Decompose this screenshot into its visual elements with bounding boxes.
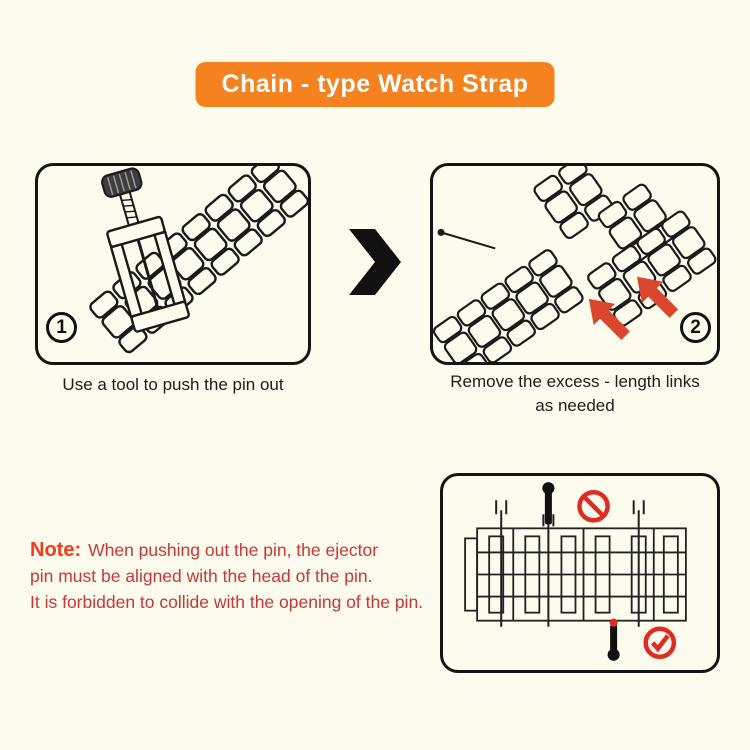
ejector-pins-illustration <box>495 500 645 627</box>
prohibition-icon <box>577 489 610 523</box>
pin-alignment-diagram <box>464 482 687 661</box>
note-line2: pin must be aligned with the head of the… <box>30 566 373 586</box>
pusher-pin-top <box>542 482 555 525</box>
step2-caption: Remove the excess - length links as need… <box>423 370 727 418</box>
page-title: Chain - type Watch Strap <box>195 62 555 107</box>
note-line3: It is forbidden to collide with the open… <box>30 592 424 612</box>
note-label: Note: <box>30 539 82 561</box>
step2-panel <box>430 163 720 365</box>
step2-caption-line2: as needed <box>535 396 615 415</box>
watch-band-links-illustration <box>433 166 717 362</box>
note-line1: When pushing out the pin, the ejector <box>88 540 379 560</box>
note-text: Note: When pushing out the pin, the eject… <box>30 537 475 615</box>
step1-caption: Use a tool to push the pin out <box>62 375 284 394</box>
check-icon <box>643 626 677 660</box>
loose-pin-illustration <box>437 228 496 250</box>
step1-number: 1 <box>46 312 77 343</box>
step2-caption-line1: Remove the excess - length links <box>450 372 700 391</box>
chevron-right-icon <box>349 229 401 295</box>
step1-panel <box>35 163 311 365</box>
pusher-pin-bottom <box>607 624 620 661</box>
step2-number: 2 <box>680 312 711 343</box>
alignment-dot <box>609 618 618 627</box>
pin-alignment-detail-panel <box>440 473 720 673</box>
link-remover-tool-illustration <box>87 166 308 356</box>
